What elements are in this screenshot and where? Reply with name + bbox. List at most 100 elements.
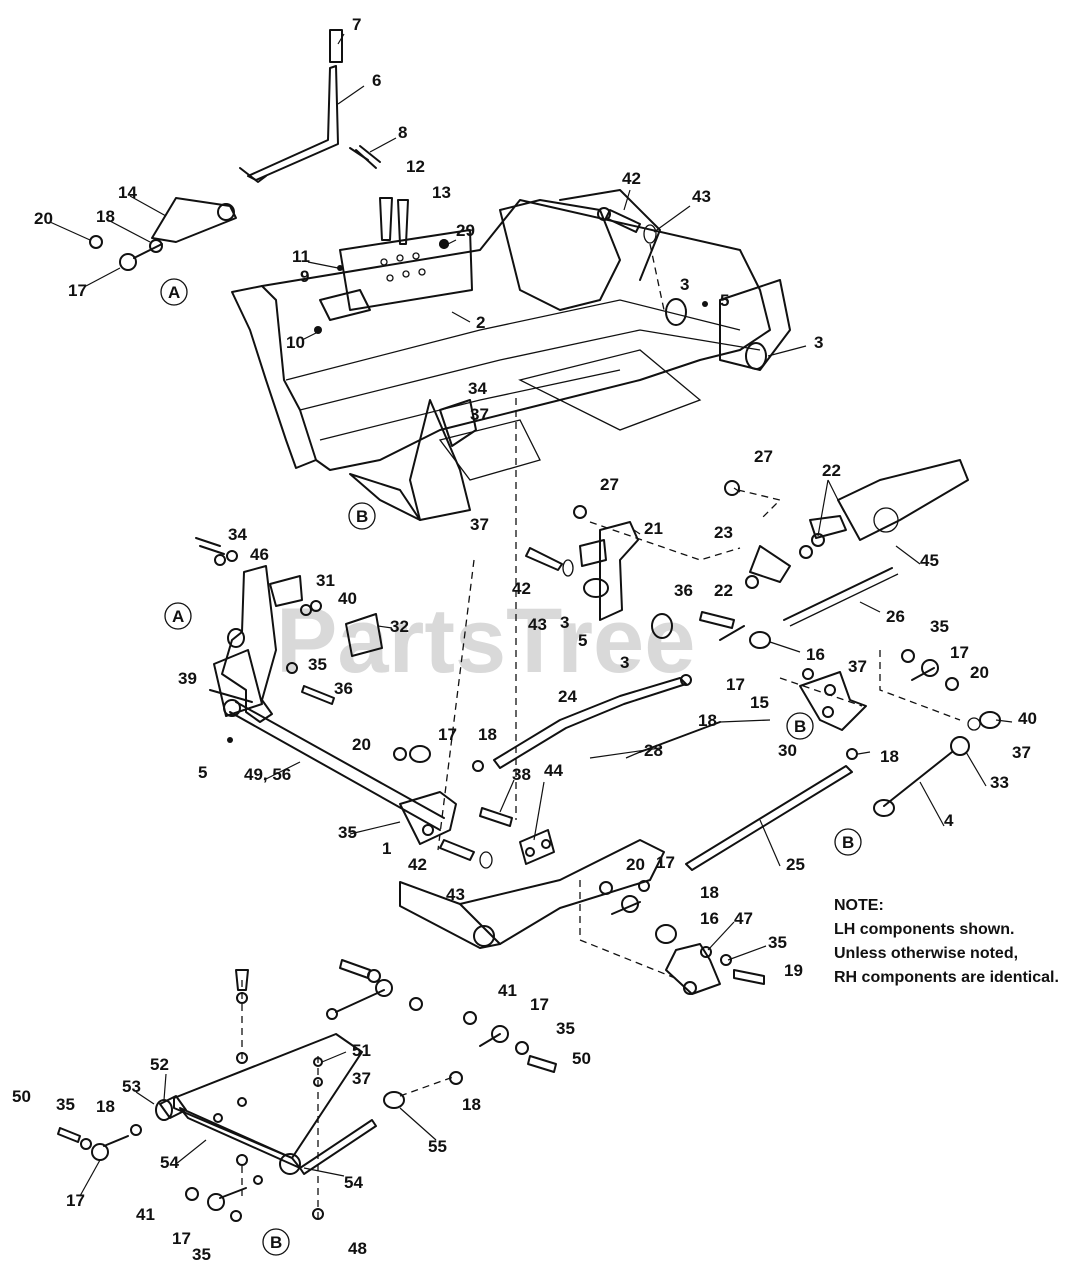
lh-bracket (89, 197, 237, 271)
callout-c-5b: 5 (578, 631, 587, 650)
note-heading: NOTE: (834, 897, 884, 914)
callout-c-6: 6 (372, 71, 381, 90)
callout-c-50b: 50 (12, 1087, 31, 1106)
callout-c-35g: 35 (192, 1245, 211, 1264)
callout-c-35c: 35 (338, 823, 357, 842)
ref-circle (834, 828, 862, 856)
callout-c-43c: 43 (446, 885, 465, 904)
callout-c-17f: 17 (530, 995, 549, 1014)
callout-c-37c: 37 (848, 657, 867, 676)
ref-marker-r-B3: B (834, 828, 862, 856)
callout-c-17d: 17 (438, 725, 457, 744)
callout-c-51: 51 (352, 1041, 371, 1060)
callout-c-25: 25 (786, 855, 805, 874)
callout-c-5c: 5 (198, 763, 207, 782)
callout-c-17e: 17 (656, 853, 675, 872)
ref-letter: A (172, 607, 184, 626)
callout-c-35d: 35 (768, 933, 787, 952)
callout-c-46: 46 (250, 545, 269, 564)
callout-c-9: 9 (300, 267, 309, 286)
callout-c-3b: 3 (814, 333, 823, 352)
callout-c-3a: 3 (680, 275, 689, 294)
callout-c-21: 21 (644, 519, 663, 538)
ref-marker-r-B2: B (786, 712, 814, 740)
callout-c-53: 53 (122, 1077, 141, 1096)
callout-c-11: 11 (292, 247, 310, 266)
callout-c-37b: 37 (470, 515, 489, 534)
callout-c-31: 31 (316, 571, 335, 590)
callout-c-48: 48 (348, 1239, 367, 1258)
callout-c-17g: 17 (66, 1191, 85, 1210)
callout-c-5a: 5 (720, 291, 729, 310)
callout-c-28: 28 (644, 741, 663, 760)
callout-c-41b: 41 (136, 1205, 155, 1224)
callout-c-18b: 18 (698, 711, 717, 730)
callout-c-38: 38 (512, 765, 531, 784)
rh-control-arm (525, 459, 969, 649)
callout-c-8: 8 (398, 123, 407, 142)
callout-c-32: 32 (390, 617, 409, 636)
callout-c-15: 15 (750, 693, 769, 712)
callout-c-20a: 20 (34, 209, 53, 228)
callout-c-37d: 37 (1012, 743, 1031, 762)
callout-c-35b: 35 (308, 655, 327, 674)
callout-c-10: 10 (286, 333, 305, 352)
callout-c-42c: 42 (408, 855, 427, 874)
callout-c-17c: 17 (726, 675, 745, 694)
callout-c-29: 29 (456, 221, 475, 240)
callout-c-30: 30 (778, 741, 797, 760)
callout-c-12: 12 (406, 157, 425, 176)
callout-c-22a: 22 (822, 461, 841, 480)
ref-letter: B (794, 717, 806, 736)
callout-c-54b: 54 (344, 1173, 363, 1192)
ref-letter: B (270, 1233, 282, 1252)
ref-marker-r-B1: B (348, 502, 376, 530)
ref-circle (160, 278, 188, 306)
rods-and-spring (493, 674, 858, 871)
bottom-assembly (57, 959, 557, 1222)
callout-c-27b: 27 (600, 475, 619, 494)
ref-letter: A (168, 283, 180, 302)
callout-c-26: 26 (886, 607, 905, 626)
callout-c-13: 13 (432, 183, 451, 202)
ref-circle (262, 1228, 290, 1256)
callout-c-3c: 3 (560, 613, 569, 632)
callout-c-36b: 36 (334, 679, 353, 698)
callout-c-22b: 22 (714, 581, 733, 600)
center-pedal-arm (399, 829, 681, 981)
callout-c-17b: 17 (950, 643, 969, 662)
callout-c-43b: 43 (528, 615, 547, 634)
watermark-text: PartsTree (276, 590, 695, 692)
callout-c-37e: 37 (352, 1069, 371, 1088)
callout-c-49: 49, 56 (244, 765, 291, 784)
callout-c-54a: 54 (160, 1153, 179, 1172)
ref-circle (786, 712, 814, 740)
callout-c-33: 33 (990, 773, 1009, 792)
callout-c-18f: 18 (96, 1097, 115, 1116)
callout-c-18d: 18 (478, 725, 497, 744)
pins (379, 197, 449, 249)
frame-assembly (231, 189, 791, 851)
callout-c-41a: 41 (498, 981, 517, 1000)
leader-lines (49, 33, 1013, 1197)
callout-c-20b: 20 (970, 663, 989, 682)
callout-c-17a: 17 (68, 281, 87, 300)
ref-circle (348, 502, 376, 530)
callout-c-40b: 40 (1018, 709, 1037, 728)
callout-c-18g: 18 (462, 1095, 481, 1114)
callout-c-42b: 42 (512, 579, 531, 598)
callout-c-20c: 20 (352, 735, 371, 754)
callout-c-18c: 18 (880, 747, 899, 766)
note-block: NOTE: LH components shown. Unless otherw… (834, 894, 1059, 990)
callout-c-1: 1 (382, 839, 391, 858)
callout-c-50a: 50 (572, 1049, 591, 1068)
rh-lower-bracket (779, 649, 1001, 817)
callout-c-16a: 16 (806, 645, 825, 664)
note-line-3: RH components are identical. (834, 969, 1059, 986)
callout-c-24: 24 (558, 687, 577, 706)
callout-c-52: 52 (150, 1055, 169, 1074)
callout-c-19: 19 (784, 961, 803, 980)
callout-c-18e: 18 (700, 883, 719, 902)
